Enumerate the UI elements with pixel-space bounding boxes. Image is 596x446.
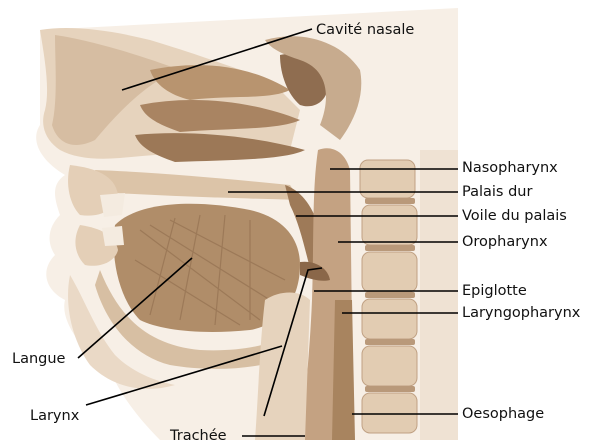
label-laryngopharynx: Laryngopharynx	[462, 305, 581, 321]
label-oropharynx: Oropharynx	[462, 234, 548, 250]
label-oesophage: Oesophage	[462, 406, 544, 422]
label-palais-dur: Palais dur	[462, 184, 532, 200]
esophagus	[332, 300, 355, 440]
label-larynx: Larynx	[30, 408, 80, 424]
label-nasopharynx: Nasopharynx	[462, 160, 558, 176]
spinal-column-back	[420, 150, 458, 440]
upper-teeth	[100, 193, 125, 217]
label-trachee: Trachée	[169, 428, 227, 444]
label-cavite-nasale: Cavité nasale	[316, 22, 414, 38]
head-cross-section-illustration	[36, 8, 458, 440]
lower-teeth	[102, 226, 124, 246]
label-langue: Langue	[12, 351, 66, 367]
label-voile-du-palais: Voile du palais	[462, 208, 567, 224]
label-epiglotte: Epiglotte	[462, 283, 527, 299]
